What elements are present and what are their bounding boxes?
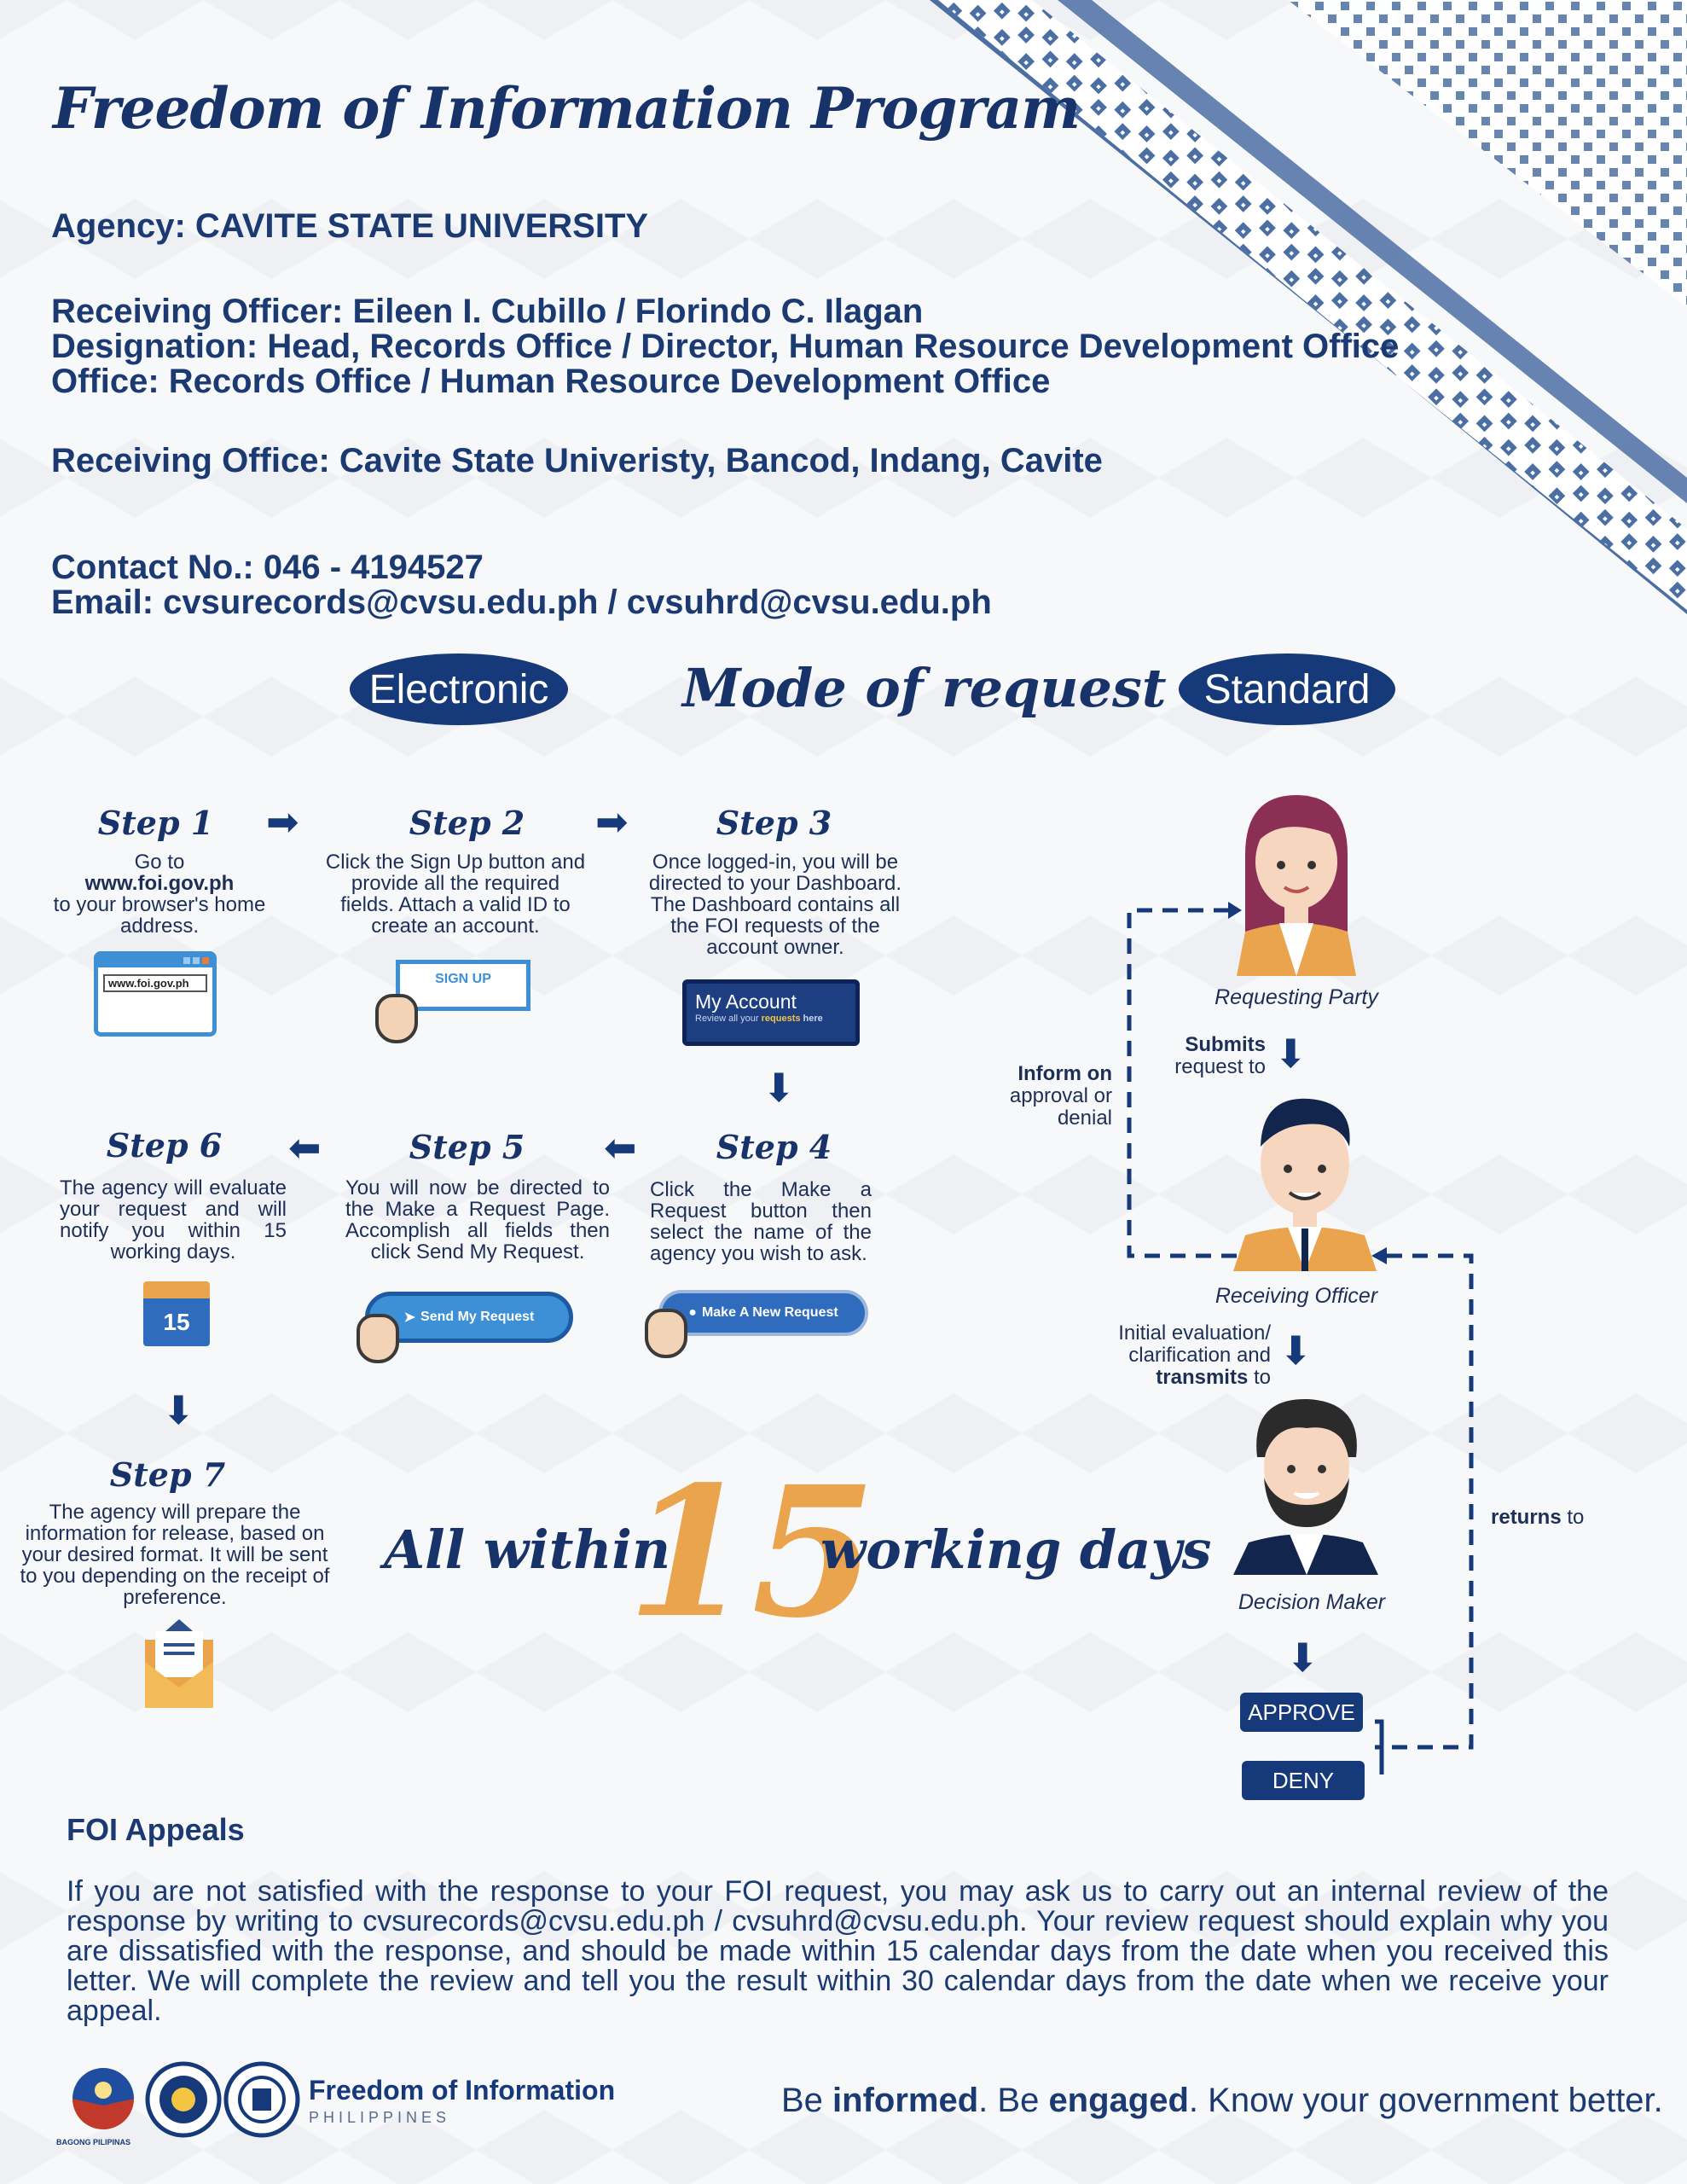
- arrow-left-icon: ⬅: [288, 1125, 322, 1170]
- standard-flow-connectors: [1127, 902, 1474, 1774]
- arrow-right-icon: ➡: [595, 799, 629, 844]
- step-2-text: Click the Sign Up button and provide all…: [325, 851, 586, 938]
- submits-label: Submits request to: [1174, 1033, 1266, 1078]
- all-within-text: All within: [384, 1519, 671, 1581]
- browser-window-illustration: www.foi.gov.ph: [94, 951, 217, 1037]
- arrow-down-icon: ⬇: [162, 1388, 195, 1432]
- initial-evaluation-label: Initial evaluation/ clarification and tr…: [1118, 1321, 1271, 1389]
- step-4-text: Click the Make a Request button then sel…: [650, 1178, 872, 1265]
- calendar-icon: 15: [143, 1281, 210, 1351]
- decision-maker-label: Decision Maker: [1238, 1590, 1386, 1614]
- step-7-text: The agency will prepare the information …: [20, 1501, 330, 1609]
- step-5-text: You will now be directed to the Make a R…: [345, 1176, 610, 1263]
- electronic-pill: Electronic: [350, 653, 568, 725]
- calendar-day: 15: [143, 1298, 210, 1346]
- bagong-pilipinas-label: BAGONG PILIPINAS: [56, 2138, 131, 2146]
- make-a-new-request-button-illustration: ●Make A New Request: [658, 1290, 868, 1336]
- receiving-office-line: Receiving Office: Cavite State Univerist…: [51, 442, 1103, 479]
- appeals-body: If you are not satisfied with the respon…: [67, 1875, 1609, 2027]
- arrow-down-icon: ⬇: [762, 1066, 796, 1110]
- receiving-officer-line: Receiving Officer: Eileen I. Cubillo / F…: [51, 293, 924, 330]
- step-2-heading: Step 2: [409, 804, 525, 842]
- foi-logo-title: Freedom of Information: [309, 2075, 616, 2106]
- pcoo-seal-logo: [145, 2061, 222, 2138]
- my-account-subtitle: Review all your requests here: [695, 1014, 823, 1024]
- designation-line: Designation: Head, Records Office / Dire…: [51, 328, 1400, 365]
- approve-box: APPROVE: [1240, 1693, 1363, 1732]
- working-days-text: working days: [820, 1519, 1212, 1581]
- bagong-pilipinas-logo: [72, 2068, 134, 2129]
- step-6-text: The agency will evaluate your request an…: [60, 1176, 287, 1263]
- arrow-left-icon: ⬅: [604, 1125, 637, 1170]
- page-title: Freedom of Information Program: [53, 75, 1081, 142]
- step-5-heading: Step 5: [409, 1128, 525, 1166]
- maximize-icon: [193, 957, 200, 964]
- mode-of-request-heading: Mode of request: [682, 657, 1167, 719]
- close-icon: [202, 957, 209, 964]
- foi-logo-subtitle: PHILIPPINES: [309, 2109, 451, 2126]
- pointing-hand-icon: [357, 1314, 399, 1363]
- inform-label: Inform on approval or denial: [1009, 1062, 1112, 1130]
- pointing-hand-icon: [645, 1309, 687, 1358]
- standard-pill: Standard: [1179, 653, 1395, 725]
- step-4-heading: Step 4: [716, 1128, 832, 1166]
- receiving-officer-label: Receiving Officer: [1215, 1284, 1378, 1308]
- my-account-dashboard-illustration: My Account Review all your requests here: [682, 979, 860, 1046]
- agency-line: Agency: CAVITE STATE UNIVERSITY: [51, 207, 649, 245]
- step-1-text: Go to www.foi.gov.ph to your browser's h…: [53, 851, 266, 938]
- step-6-heading: Step 6: [106, 1126, 223, 1165]
- requesting-party-label: Requesting Party: [1215, 985, 1378, 1009]
- sign-up-button-illustration: SIGN UP: [396, 960, 530, 1011]
- browser-address-bar: www.foi.gov.ph: [103, 974, 207, 992]
- envelope-icon: [145, 1619, 213, 1708]
- arrow-down-icon: ⬇: [1279, 1328, 1313, 1373]
- returns-label: returns to: [1491, 1506, 1585, 1529]
- arrow-down-icon: ⬇: [1274, 1031, 1307, 1076]
- fifteen-number: 15: [627, 1447, 877, 1658]
- requesting-party-avatar: [1237, 795, 1356, 976]
- receiving-officer-avatar: [1233, 1098, 1377, 1271]
- arrow-down-icon: ⬇: [1286, 1635, 1319, 1680]
- pointing-hand-icon: [375, 994, 418, 1043]
- deny-box: DENY: [1242, 1761, 1365, 1800]
- step-1-heading: Step 1: [97, 804, 214, 842]
- foi-seal-logo: [223, 2061, 300, 2138]
- step-7-heading: Step 7: [109, 1455, 226, 1494]
- footer-tagline: Be informed. Be engaged. Know your gover…: [781, 2082, 1663, 2119]
- arrow-right-icon: ➡: [266, 799, 299, 844]
- step-3-text: Once logged-in, you will be directed to …: [648, 851, 902, 959]
- appeals-heading: FOI Appeals: [67, 1812, 245, 1847]
- email-line: Email: cvsurecords@cvsu.edu.ph / cvsuhrd…: [51, 584, 992, 621]
- woven-pattern-decoration: [930, 0, 1687, 614]
- my-account-title: My Account: [695, 990, 797, 1013]
- decision-maker-avatar: [1233, 1398, 1378, 1575]
- step-3-heading: Step 3: [716, 804, 832, 842]
- minimize-icon: [183, 957, 190, 964]
- contact-line: Contact No.: 046 - 4194527: [51, 549, 484, 586]
- office-line: Office: Records Office / Human Resource …: [51, 363, 1051, 400]
